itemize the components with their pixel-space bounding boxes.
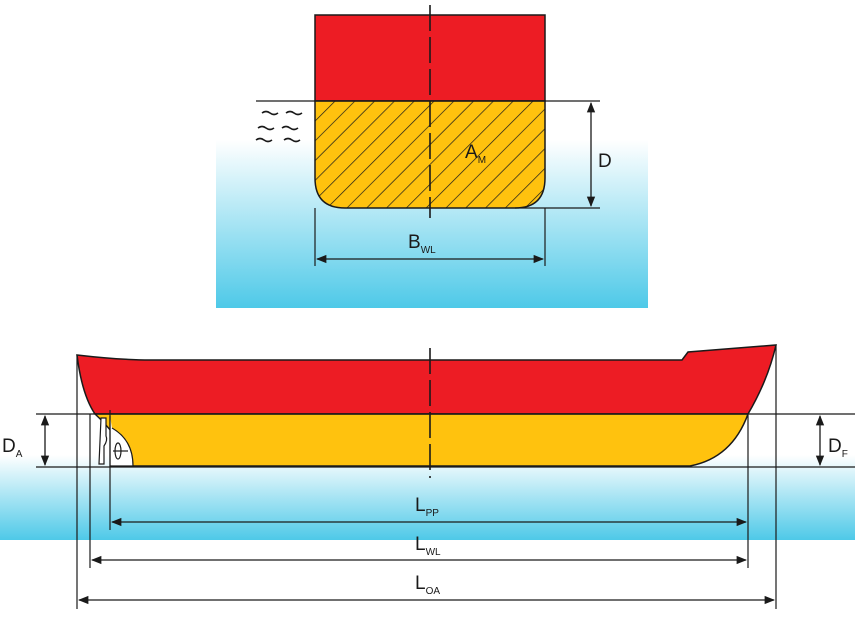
area-label: AM [465,142,486,166]
breadth-label: BWL [408,232,436,256]
length-pp-label: LPP [415,495,439,519]
rudder-icon [98,417,108,465]
draught-aft-label: DA [2,436,23,460]
water-background-bottom [0,455,855,540]
profile-hull-below-water [93,413,750,467]
propeller-icon [113,442,128,460]
length-wl-label: LWL [415,534,441,558]
length-oa-label: LOA [415,573,440,597]
cross-section: AM D BWL [216,5,648,308]
profile-hull-above-water [76,344,777,415]
depth-label: D [598,151,612,172]
profile-view: DA DF LPP LWL LOA [0,344,855,609]
draught-fore-label: DF [828,436,848,460]
wave-icon [255,110,303,143]
